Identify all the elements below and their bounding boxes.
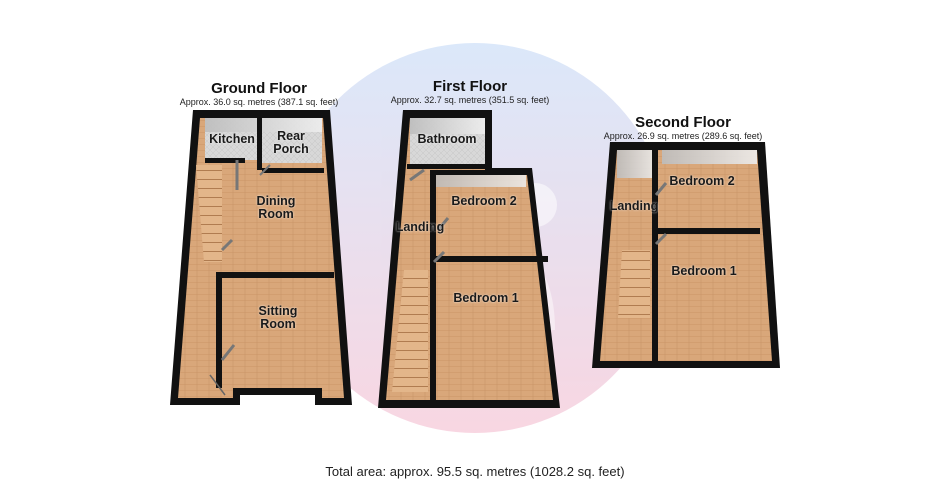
room-label-bathroom: Bathroom <box>417 132 477 146</box>
partition-wall <box>262 168 324 173</box>
door <box>220 238 234 252</box>
door <box>654 232 668 246</box>
door <box>436 217 450 231</box>
first-floor-plan <box>378 110 560 408</box>
room-label-bedroom-2-first: Bedroom 2 <box>451 194 517 208</box>
room-label-rear-porch: Rear Porch <box>273 129 309 156</box>
partition-wall <box>652 228 760 234</box>
door <box>259 164 271 176</box>
first-floor-area: Approx. 32.7 sq. metres (351.5 sq. feet) <box>390 95 550 105</box>
partition-wall <box>257 112 262 170</box>
ground-floor-plan <box>170 110 352 405</box>
door <box>432 250 446 264</box>
room-label-dining-room: Dining Room <box>256 194 296 221</box>
partition-wall <box>430 256 548 262</box>
room-label-bedroom-1-second: Bedroom 1 <box>671 264 737 278</box>
first-floor-title: First Floor <box>432 78 508 95</box>
room-label-kitchen: Kitchen <box>209 132 255 146</box>
partition-wall <box>652 146 658 361</box>
ground-floor-title: Ground Floor <box>211 80 307 97</box>
room-label-landing-first: Landing <box>395 220 445 234</box>
door-swing <box>209 374 226 396</box>
second-floor-area: Approx. 26.9 sq. metres (289.6 sq. feet) <box>603 131 763 141</box>
room-label-bedroom-1-first: Bedroom 1 <box>453 291 519 305</box>
total-area-caption: Total area: approx. 95.5 sq. metres (102… <box>325 464 625 479</box>
partition-wall <box>205 158 245 163</box>
door <box>654 182 668 196</box>
room-label-landing-second: Landing <box>609 199 659 213</box>
room-label-bedroom-2-second: Bedroom 2 <box>669 174 735 188</box>
staircase <box>196 165 222 262</box>
ground-floor-area: Approx. 36.0 sq. metres (387.1 sq. feet) <box>179 97 339 107</box>
partition-wall <box>436 170 490 175</box>
door <box>220 344 236 361</box>
partition-wall <box>220 272 334 278</box>
second-floor-plan <box>592 142 780 368</box>
partition-wall <box>430 170 436 400</box>
room-label-sitting-room: Sitting Room <box>258 304 298 331</box>
partition-wall <box>407 164 487 169</box>
partition-wall <box>216 272 222 388</box>
door <box>409 168 425 182</box>
staircase <box>618 250 650 318</box>
staircase <box>392 270 428 392</box>
second-floor-title: Second Floor <box>635 114 731 131</box>
